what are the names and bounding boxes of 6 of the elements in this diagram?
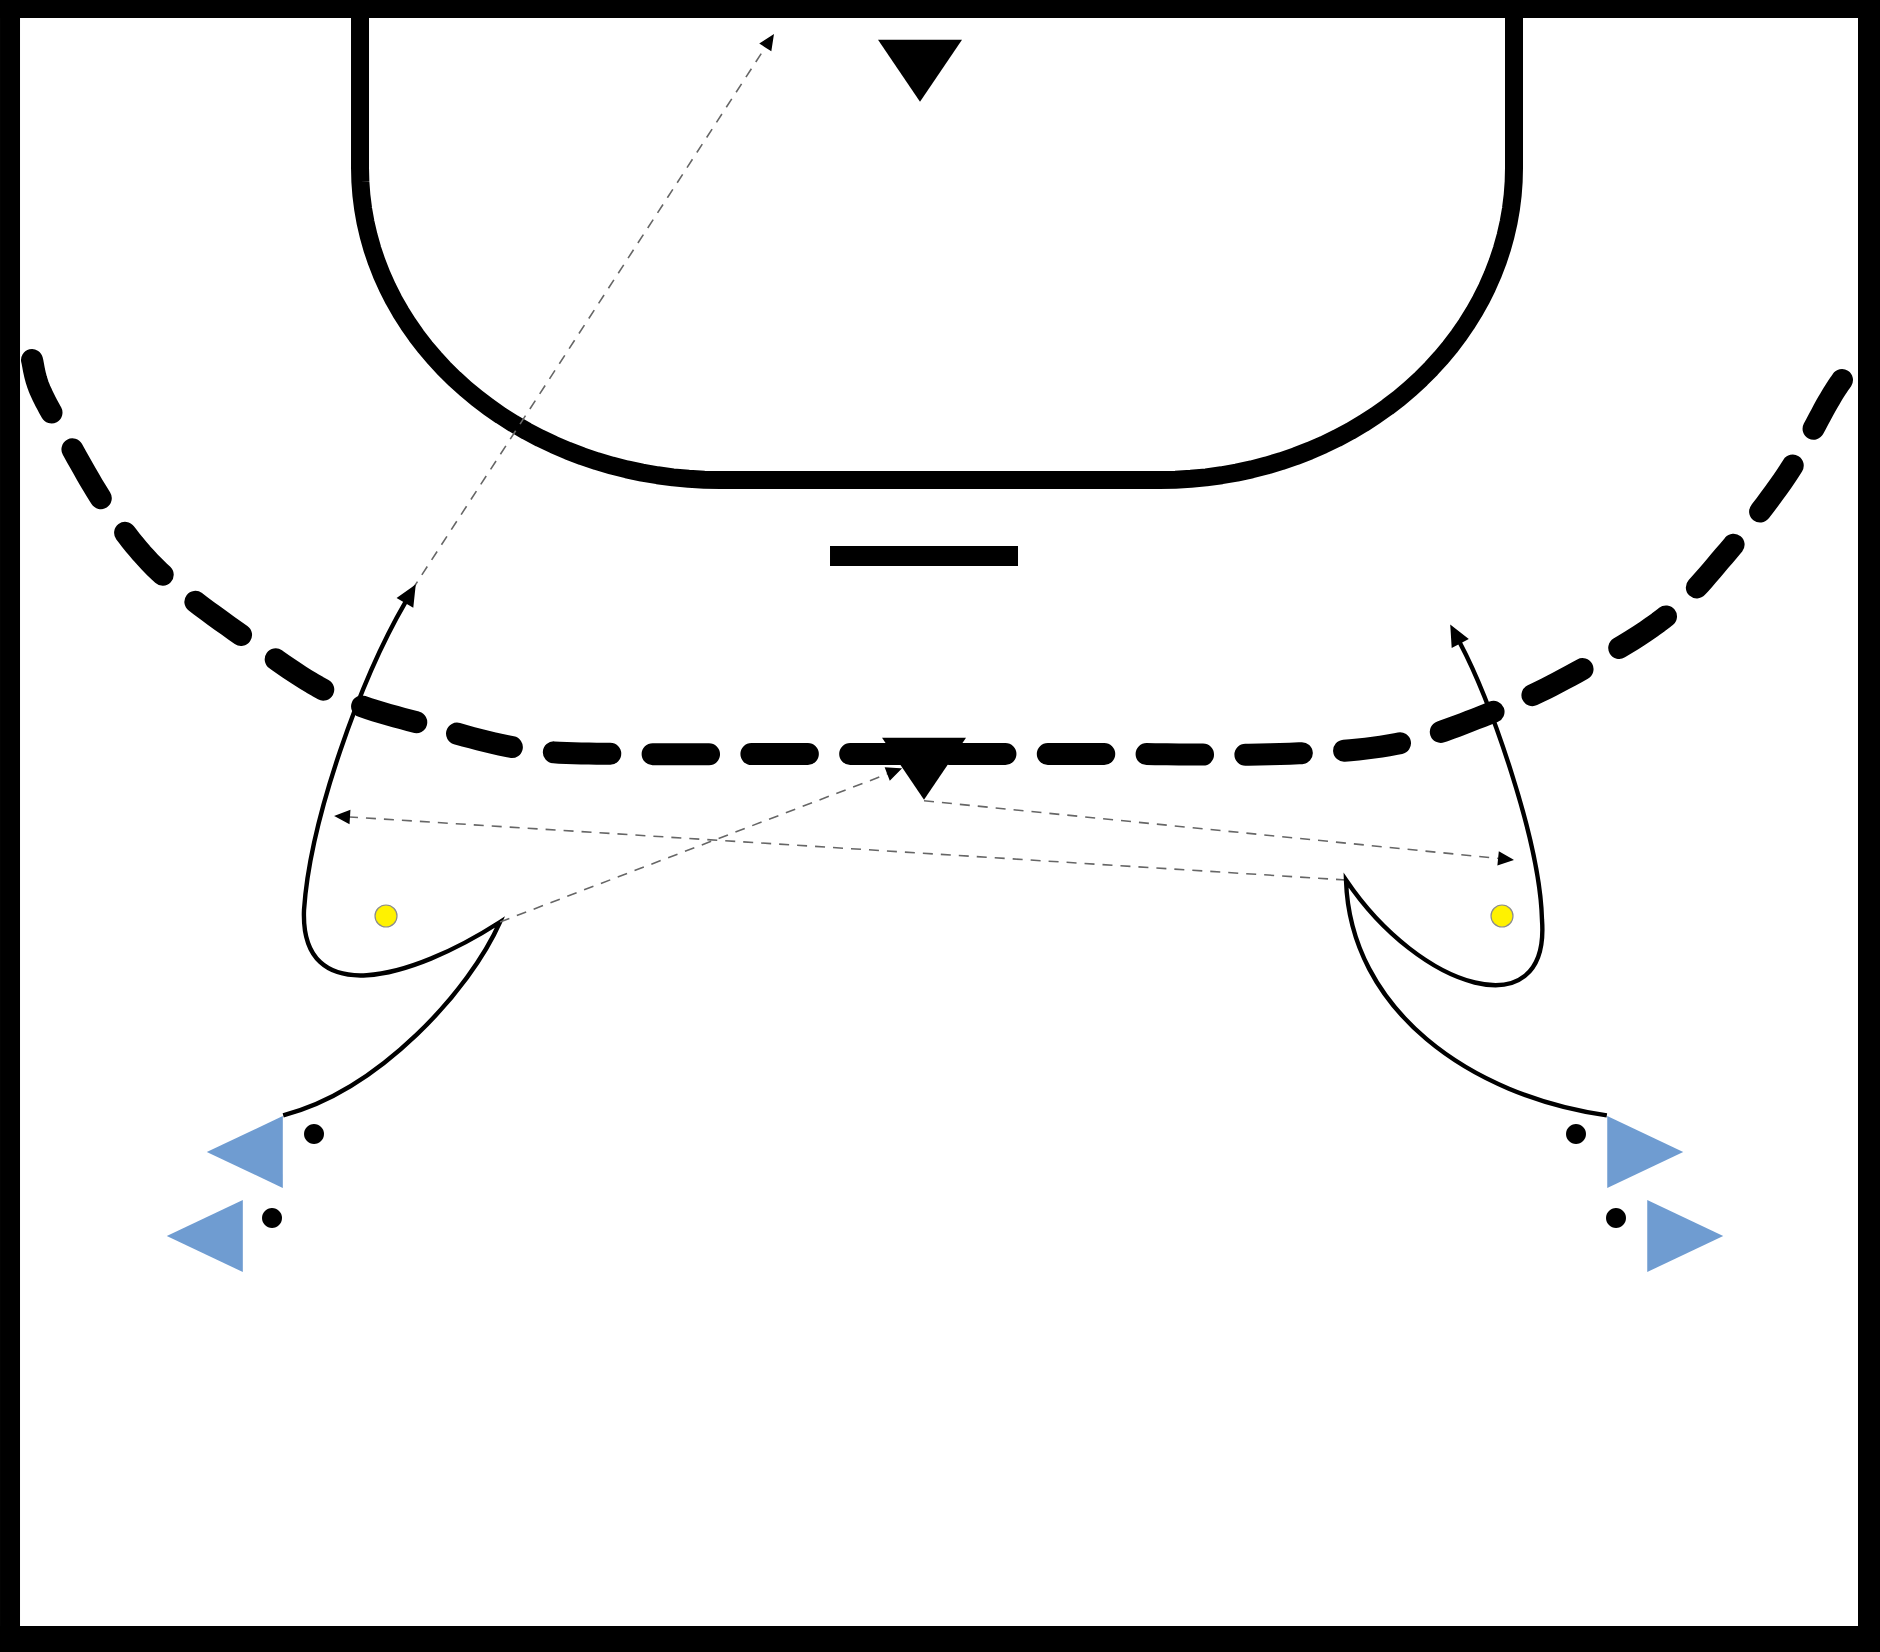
player-triangle bbox=[166, 1200, 243, 1272]
player-triangle bbox=[1647, 1200, 1724, 1272]
defender-triangle bbox=[882, 737, 966, 800]
defender-triangle bbox=[878, 39, 962, 102]
player-triangle bbox=[1607, 1116, 1684, 1188]
player-triangle bbox=[206, 1116, 283, 1188]
